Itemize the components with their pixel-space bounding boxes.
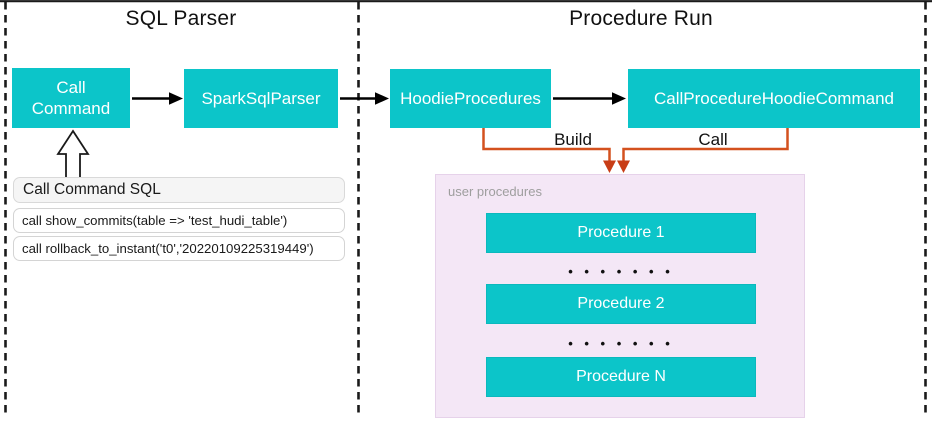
node-procedure-n: Procedure N bbox=[486, 357, 756, 397]
ellipsis-dots-1: • • • • • • • bbox=[568, 264, 674, 279]
ellipsis-dots-2: • • • • • • • bbox=[568, 336, 674, 351]
edge-label-build: Build bbox=[554, 130, 592, 149]
sql-panel-header: Call Command SQL bbox=[13, 177, 345, 203]
node-callprocedurehoodiecommand: CallProcedureHoodieCommand bbox=[628, 69, 920, 128]
up-arrow-icon bbox=[56, 129, 90, 179]
node-call-command-line1: Call bbox=[56, 77, 86, 97]
arrowhead-hoodieprocedures-to-callprocedure bbox=[612, 92, 626, 105]
arrowhead-callcommand-to-parser bbox=[169, 92, 183, 105]
arrowhead-parser-to-hoodieprocedures bbox=[375, 92, 389, 105]
sql-row-show-commits: call show_commits(table => 'test_hudi_ta… bbox=[13, 208, 345, 233]
section-title-sql-parser: SQL Parser bbox=[125, 7, 237, 30]
edge-label-call: Call bbox=[698, 130, 728, 149]
node-procedure-1: Procedure 1 bbox=[486, 213, 756, 253]
user-procedures-container: user procedures Procedure 1 • • • • • • … bbox=[435, 174, 805, 418]
node-sparksqlparser: SparkSqlParser bbox=[184, 69, 338, 128]
section-title-procedure-run: Procedure Run bbox=[569, 7, 713, 30]
build-arrowhead bbox=[603, 160, 616, 173]
node-call-command-line2: Command bbox=[31, 99, 111, 118]
call-arrowhead bbox=[617, 160, 630, 173]
node-call-command: Call Command bbox=[12, 68, 130, 128]
node-call-command-label: Call Command bbox=[32, 77, 110, 120]
user-procedures-label: user procedures bbox=[448, 184, 542, 199]
node-procedure-2: Procedure 2 bbox=[486, 284, 756, 324]
sql-row-rollback: call rollback_to_instant('t0','202201092… bbox=[13, 236, 345, 261]
node-hoodieprocedures: HoodieProcedures bbox=[390, 69, 551, 128]
